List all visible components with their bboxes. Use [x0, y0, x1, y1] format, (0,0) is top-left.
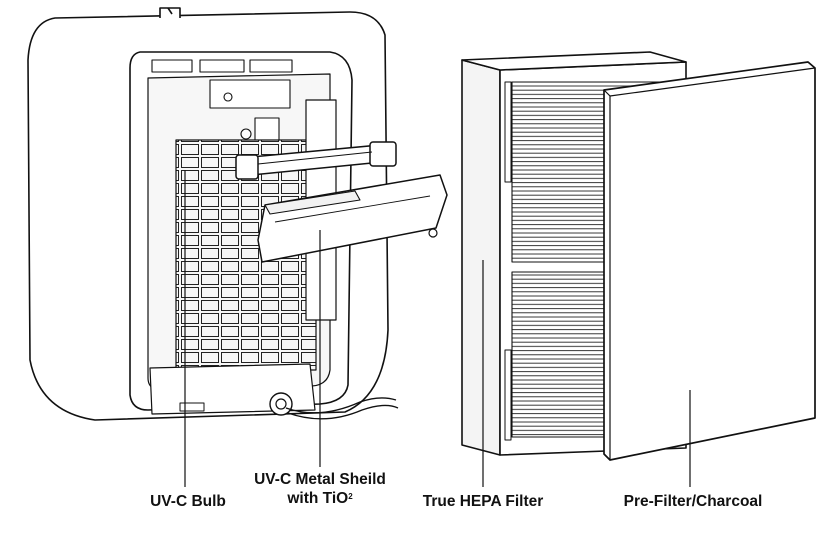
true-hepa-filter-label: True HEPA Filter: [422, 493, 544, 510]
tio-superscript: 2: [348, 492, 353, 501]
uv-c-shield-label-line2: with TiO2: [235, 489, 405, 508]
uv-c-shield-label-line1: UV-C Metal Sheild: [254, 471, 386, 488]
pre-filter-illustration: [603, 61, 816, 461]
tio-text: with TiO: [287, 490, 349, 507]
uv-c-bulb-illustration: [235, 141, 397, 180]
uv-c-bulb-label: UV-C Bulb: [150, 493, 226, 510]
pre-filter-charcoal-label: Pre-Filter/Charcoal: [623, 493, 763, 510]
uv-c-shield-label: UV-C Metal Sheild with TiO2: [235, 470, 405, 508]
leader-lines: [184, 170, 691, 487]
metal-shield-illustration: [257, 174, 448, 263]
